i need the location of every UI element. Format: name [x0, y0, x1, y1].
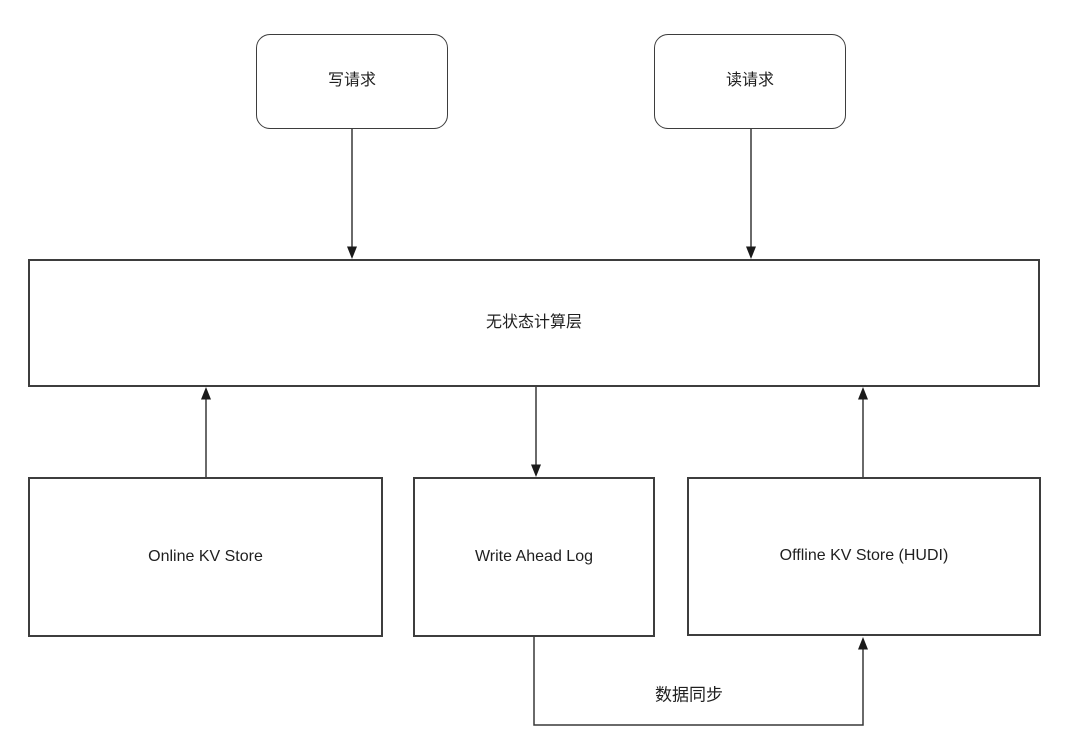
arrowhead-down-icon	[347, 246, 357, 259]
node-online-kv-store: Online KV Store	[28, 477, 383, 637]
node-write-ahead-log-label: Write Ahead Log	[474, 547, 593, 565]
node-write-request: 写请求	[256, 34, 448, 129]
arrowhead-down-icon	[746, 246, 756, 259]
node-write-ahead-log: Write Ahead Log	[413, 477, 655, 637]
node-compute-layer: 无状态计算层	[28, 259, 1040, 387]
arrowhead-up-icon	[858, 387, 868, 400]
edge-write-request-to-compute	[347, 129, 357, 259]
node-online-kv-store-label: Online KV Store	[148, 547, 263, 565]
edge-offline-kv-to-compute	[858, 387, 868, 477]
node-read-request: 读请求	[654, 34, 846, 129]
node-write-request-label: 写请求	[327, 72, 376, 90]
edge-label-data-sync: 数据同步	[649, 680, 729, 706]
node-compute-layer-label: 无状态计算层	[485, 313, 582, 331]
node-read-request-label: 读请求	[725, 72, 774, 90]
edge-online-kv-to-compute	[201, 387, 211, 477]
edge-compute-to-write-ahead-log	[531, 387, 541, 477]
edge-read-request-to-compute	[746, 129, 756, 259]
arrowhead-up-icon	[858, 637, 868, 650]
node-offline-kv-store-label: Offline KV Store (HUDI)	[779, 547, 949, 565]
node-offline-kv-store: Offline KV Store (HUDI)	[687, 477, 1041, 636]
arrowhead-up-icon	[201, 387, 211, 400]
arrowhead-down-icon	[531, 464, 541, 477]
